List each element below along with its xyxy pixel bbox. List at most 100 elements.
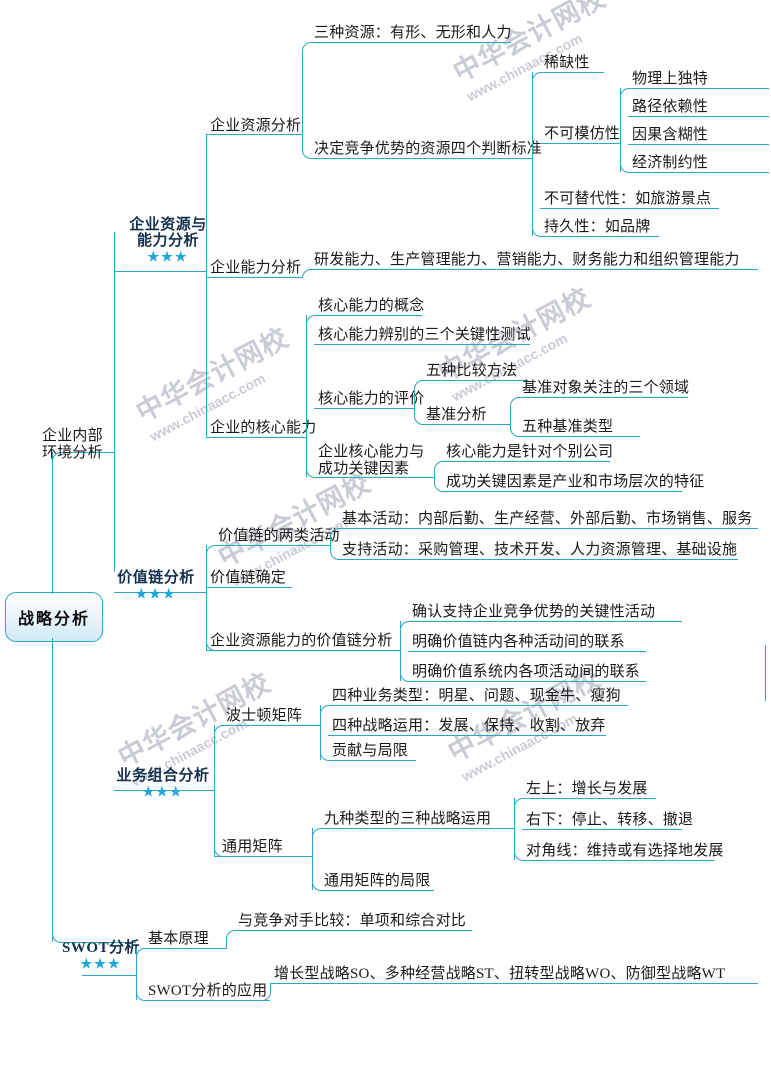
branch-swot[interactable]: SWOT分析 ★★★ — [56, 940, 146, 970]
node-capability-analysis[interactable]: 企业能力分析 — [210, 260, 302, 276]
node-value-chain-definition[interactable]: 价值链确定 — [210, 570, 287, 586]
connector — [628, 116, 769, 118]
connector — [510, 397, 519, 425]
branch-portfolio[interactable]: 业务组合分析 ★★★ — [108, 768, 218, 798]
node-resource-value-chain-analysis[interactable]: 企业资源能力的价值链分析 — [210, 633, 393, 649]
connector — [262, 983, 271, 1001]
node-ge-matrix-limits[interactable]: 通用矩阵的局限 — [324, 873, 431, 889]
connector — [82, 942, 136, 944]
connector — [532, 72, 534, 236]
node-inimitability[interactable]: 不可模仿性 — [544, 126, 621, 142]
connector — [114, 790, 214, 792]
watermark-cn: 中华会计网校 — [448, 0, 611, 88]
connector — [206, 134, 302, 136]
node-four-criteria[interactable]: 决定竞争优势的资源四个判断标准 — [314, 141, 543, 157]
node-bottom-right-exit[interactable]: 右下：停止、转移、撤退 — [526, 812, 694, 828]
node-two-activity-types[interactable]: 价值链的两类活动 — [218, 528, 340, 544]
connector — [310, 158, 532, 160]
node-ge-matrix[interactable]: 通用矩阵 — [222, 839, 283, 855]
connector — [628, 172, 769, 174]
node-nine-types-three-strategies[interactable]: 九种类型的三种战略运用 — [324, 811, 492, 827]
branch-resource-capability[interactable]: 企业资源与 能力分析 ★★★ — [118, 217, 218, 263]
node-four-business-types[interactable]: 四种业务类型：明星、问题、现金牛、瘦狗 — [332, 688, 621, 704]
node-core-competence-evaluation[interactable]: 核心能力的评价 — [318, 391, 425, 407]
star-rating: ★★★ — [142, 784, 184, 799]
connector — [314, 477, 434, 479]
node-five-comparison-methods[interactable]: 五种比较方法 — [426, 363, 518, 379]
connector — [434, 461, 443, 478]
connector — [52, 452, 54, 594]
connector — [114, 232, 115, 233]
node-internal-linkages[interactable]: 明确价值链内各种活动间的联系 — [412, 634, 625, 650]
node-core-competence[interactable]: 企业的核心能力 — [210, 420, 317, 436]
connector — [442, 461, 610, 463]
node-top-left-growth[interactable]: 左上：增长与发展 — [526, 781, 648, 797]
node-benchmark-three-areas[interactable]: 基准对象关注的三个领域 — [522, 380, 690, 396]
star-rating: ★★★ — [147, 249, 189, 264]
node-ksf-industry-market[interactable]: 成功关键因素是产业和市场层次的特征 — [446, 474, 705, 490]
connector — [206, 134, 208, 271]
connector — [320, 705, 322, 760]
connector — [206, 650, 400, 652]
connector — [234, 930, 472, 932]
node-diagonal-maintain[interactable]: 对角线：维持或有选择地发展 — [526, 843, 724, 859]
connector — [338, 559, 738, 561]
node-core-competence-individual[interactable]: 核心能力是针对个别公司 — [446, 444, 614, 460]
node-support-activities[interactable]: 支持活动：采购管理、技术开发、人力资源管理、基础设施 — [342, 542, 738, 558]
branch-value-chain[interactable]: 价值链分析 ★★★ — [110, 570, 202, 600]
node-core-competence-ksf[interactable]: 企业核心能力与 成功关键因素 — [318, 444, 424, 478]
connector — [514, 798, 516, 860]
node-basic-principle[interactable]: 基本原理 — [148, 931, 209, 947]
connector — [206, 277, 302, 279]
node-benchmark-analysis[interactable]: 基准分析 — [426, 407, 487, 423]
node-capability-list[interactable]: 研发能力、生产管理能力、营销能力、财务能力和组织管理能力 — [314, 252, 740, 268]
node-label-line1: 企业内部 — [42, 428, 103, 444]
connector — [270, 983, 758, 985]
node-swot-application[interactable]: SWOT分析的应用 — [148, 983, 268, 999]
connector — [408, 621, 682, 623]
connector — [314, 315, 422, 317]
node-swot-strategies[interactable]: 增长型战略SO、多种经营战略ST、扭转型战略WO、防御型战略WT — [274, 966, 726, 982]
node-primary-activities[interactable]: 基本活动：内部后勤、生产经营、外部后勤、市场销售、服务 — [342, 511, 753, 527]
node-durability[interactable]: 持久性：如品牌 — [544, 219, 651, 235]
connector — [302, 134, 311, 159]
node-internal-env[interactable]: 企业内部 环境分析 — [42, 428, 103, 462]
branch-label: SWOT分析 — [61, 940, 140, 956]
connector — [226, 930, 235, 949]
node-path-dependency[interactable]: 路径依赖性 — [632, 99, 709, 115]
connector — [328, 760, 416, 762]
connector — [214, 725, 216, 856]
connector — [136, 948, 138, 1000]
node-four-strategies[interactable]: 四种战略运用：发展、保持、收割、放弃 — [332, 718, 606, 734]
node-causal-ambiguity[interactable]: 因果含糊性 — [632, 127, 709, 143]
node-label-line2: 环境分析 — [42, 445, 103, 461]
node-core-competence-tests[interactable]: 核心能力辨别的三个关键性测试 — [318, 327, 531, 343]
node-scarcity[interactable]: 稀缺性 — [544, 55, 590, 71]
node-non-substitutability[interactable]: 不可替代性：如旅游景点 — [544, 191, 712, 207]
connector — [206, 437, 306, 439]
connector — [82, 975, 136, 977]
connector — [302, 42, 311, 135]
connector — [214, 856, 312, 858]
node-core-competence-concept[interactable]: 核心能力的概念 — [318, 298, 425, 314]
connector — [320, 828, 514, 830]
node-enterprise-resource-analysis[interactable]: 企业资源分析 — [210, 118, 302, 134]
connector — [540, 72, 604, 74]
connector — [52, 638, 54, 942]
node-contribution-limits[interactable]: 贡献与局限 — [332, 743, 409, 759]
root-node[interactable]: 战略分析 — [5, 592, 103, 642]
node-bcg-matrix[interactable]: 波士顿矩阵 — [226, 708, 303, 724]
node-key-activities[interactable]: 确认支持企业竞争优势的关键性活动 — [412, 604, 656, 620]
node-competitor-comparison[interactable]: 与竞争对手比较：单项和综合对比 — [238, 913, 467, 929]
node-five-benchmark-types[interactable]: 五种基准类型 — [522, 419, 614, 435]
node-physically-unique[interactable]: 物理上独特 — [632, 71, 709, 87]
connector — [628, 144, 769, 146]
node-three-resources[interactable]: 三种资源：有形、无形和人力 — [314, 25, 512, 41]
connector — [114, 232, 116, 572]
node-system-linkages[interactable]: 明确价值系统内各项活动间的联系 — [412, 664, 641, 680]
branch-label-line1: 企业资源与 — [129, 217, 207, 233]
connector — [314, 344, 530, 346]
connector — [628, 88, 769, 90]
node-economic-constraint[interactable]: 经济制约性 — [632, 155, 709, 171]
